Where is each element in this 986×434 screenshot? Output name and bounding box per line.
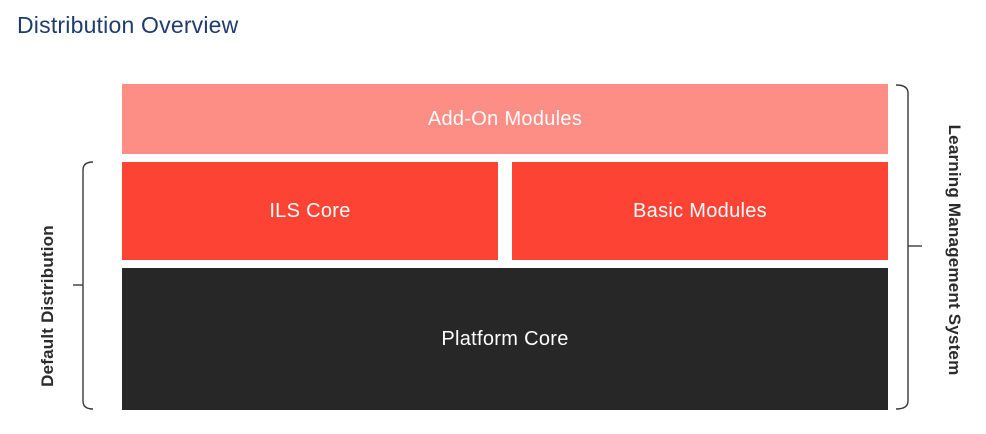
right-brace xyxy=(895,84,922,410)
block-ils-core: ILS Core xyxy=(122,162,498,260)
learning-management-system-label: Learning Management System xyxy=(945,124,964,376)
left-brace xyxy=(73,161,94,410)
block-platform-core: Platform Core xyxy=(122,268,888,410)
default-distribution-label: Default Distribution xyxy=(38,225,57,387)
page-title: Distribution Overview xyxy=(17,12,239,38)
block-basic-modules-label: Basic Modules xyxy=(633,199,767,222)
block-addon-modules: Add-On Modules xyxy=(122,84,888,154)
block-ils-core-label: ILS Core xyxy=(269,199,351,222)
block-addon-modules-label: Add-On Modules xyxy=(427,107,583,130)
block-basic-modules: Basic Modules xyxy=(512,162,888,260)
block-platform-core-label: Platform Core xyxy=(441,327,569,350)
